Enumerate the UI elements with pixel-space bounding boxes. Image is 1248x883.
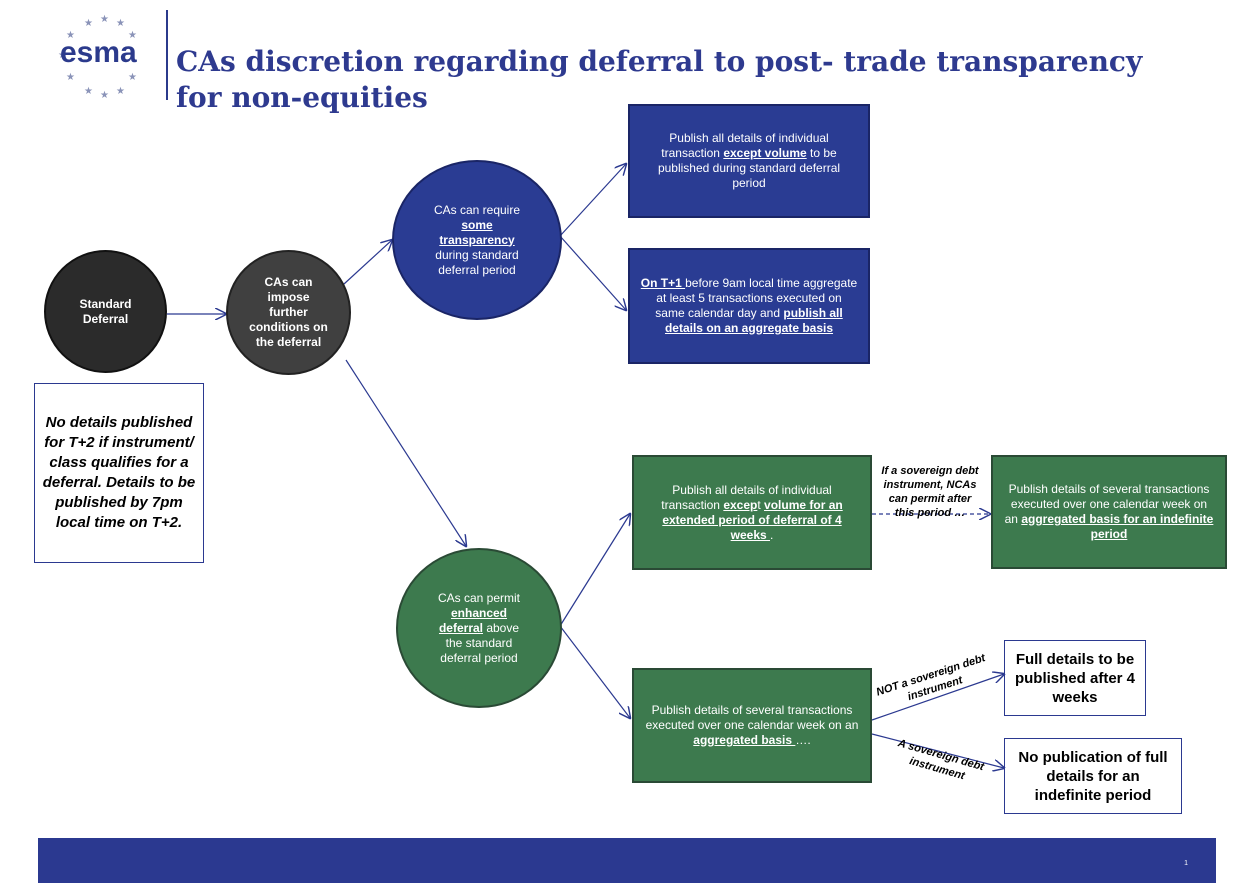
svg-text:★: ★ bbox=[84, 18, 93, 29]
svg-text:★: ★ bbox=[100, 90, 109, 101]
title-line-2: for non-equities bbox=[176, 81, 428, 114]
aggregated-basis-box: Publish details of several transactions … bbox=[632, 668, 872, 783]
svg-text:★: ★ bbox=[66, 72, 75, 83]
esma-logo: ★★★ ★★ ★ ★★ ★★★ esma bbox=[48, 8, 168, 108]
logo-wordmark: esma bbox=[60, 36, 137, 69]
standard-deferral-node: Standard Deferral bbox=[44, 250, 167, 373]
extended-deferral-box: Publish all details of individual transa… bbox=[632, 455, 872, 570]
sovereign-permit-note: If a sovereign debt instrument, NCAs can… bbox=[881, 465, 979, 519]
require-transparency-node: CAs can require some transparency during… bbox=[392, 160, 562, 320]
svg-text:★: ★ bbox=[84, 86, 93, 97]
svg-text:★: ★ bbox=[128, 30, 137, 41]
enhanced-deferral-node: CAs can permit enhanced deferral above t… bbox=[396, 548, 562, 708]
impose-conditions-label: CAs can impose further conditions on the… bbox=[249, 275, 328, 349]
no-publication-box: No publication of full details for an in… bbox=[1004, 738, 1182, 814]
except-volume-box: Publish all details of individual transa… bbox=[628, 104, 870, 218]
aggregate-t1-box: On T+1 before 9am local time aggregate a… bbox=[628, 248, 870, 364]
svg-text:★: ★ bbox=[128, 72, 137, 83]
t2-note-text: No details published for T+2 if instrume… bbox=[42, 414, 196, 531]
indefinite-aggregated-box: Publish details of several transactions … bbox=[991, 455, 1227, 569]
arrow-permit-to-green1 bbox=[559, 514, 630, 627]
arrow-impose-to-permit bbox=[345, 359, 466, 546]
arrow-require-to-blue1 bbox=[559, 164, 626, 237]
full-details-box: Full details to be published after 4 wee… bbox=[1004, 640, 1146, 716]
footer-bar: 1 bbox=[38, 838, 1216, 883]
svg-text:★: ★ bbox=[116, 18, 125, 29]
header-divider bbox=[166, 10, 168, 100]
no-publication-text: No publication of full details for an in… bbox=[1018, 748, 1168, 804]
arrow-impose-to-require bbox=[343, 240, 392, 285]
svg-text:★: ★ bbox=[100, 14, 109, 25]
title-line-1: CAs discretion regarding deferral to pos… bbox=[176, 45, 1143, 78]
arrow-to-full-details bbox=[871, 674, 1004, 721]
full-details-text: Full details to be published after 4 wee… bbox=[1014, 650, 1136, 706]
impose-conditions-node: CAs can impose further conditions on the… bbox=[226, 250, 351, 375]
require-transparency-label: CAs can require some transparency during… bbox=[433, 202, 521, 277]
arrow-to-no-publication bbox=[871, 733, 1004, 768]
page-number: 1 bbox=[1184, 860, 1188, 867]
svg-text:★: ★ bbox=[116, 86, 125, 97]
svg-text:★: ★ bbox=[58, 50, 67, 61]
eu-stars-icon: ★★★ ★★ ★ ★★ ★★★ bbox=[58, 14, 137, 101]
t2-note-box: No details published for T+2 if instrume… bbox=[34, 383, 204, 563]
page-title: CAs discretion regarding deferral to pos… bbox=[176, 44, 1216, 116]
arrow-permit-to-green3 bbox=[559, 625, 630, 718]
enhanced-deferral-label: CAs can permit enhanced deferral above t… bbox=[437, 590, 521, 665]
standard-deferral-label: Standard Deferral bbox=[79, 296, 132, 326]
arrow-require-to-blue2 bbox=[559, 235, 626, 310]
svg-text:★: ★ bbox=[66, 30, 75, 41]
